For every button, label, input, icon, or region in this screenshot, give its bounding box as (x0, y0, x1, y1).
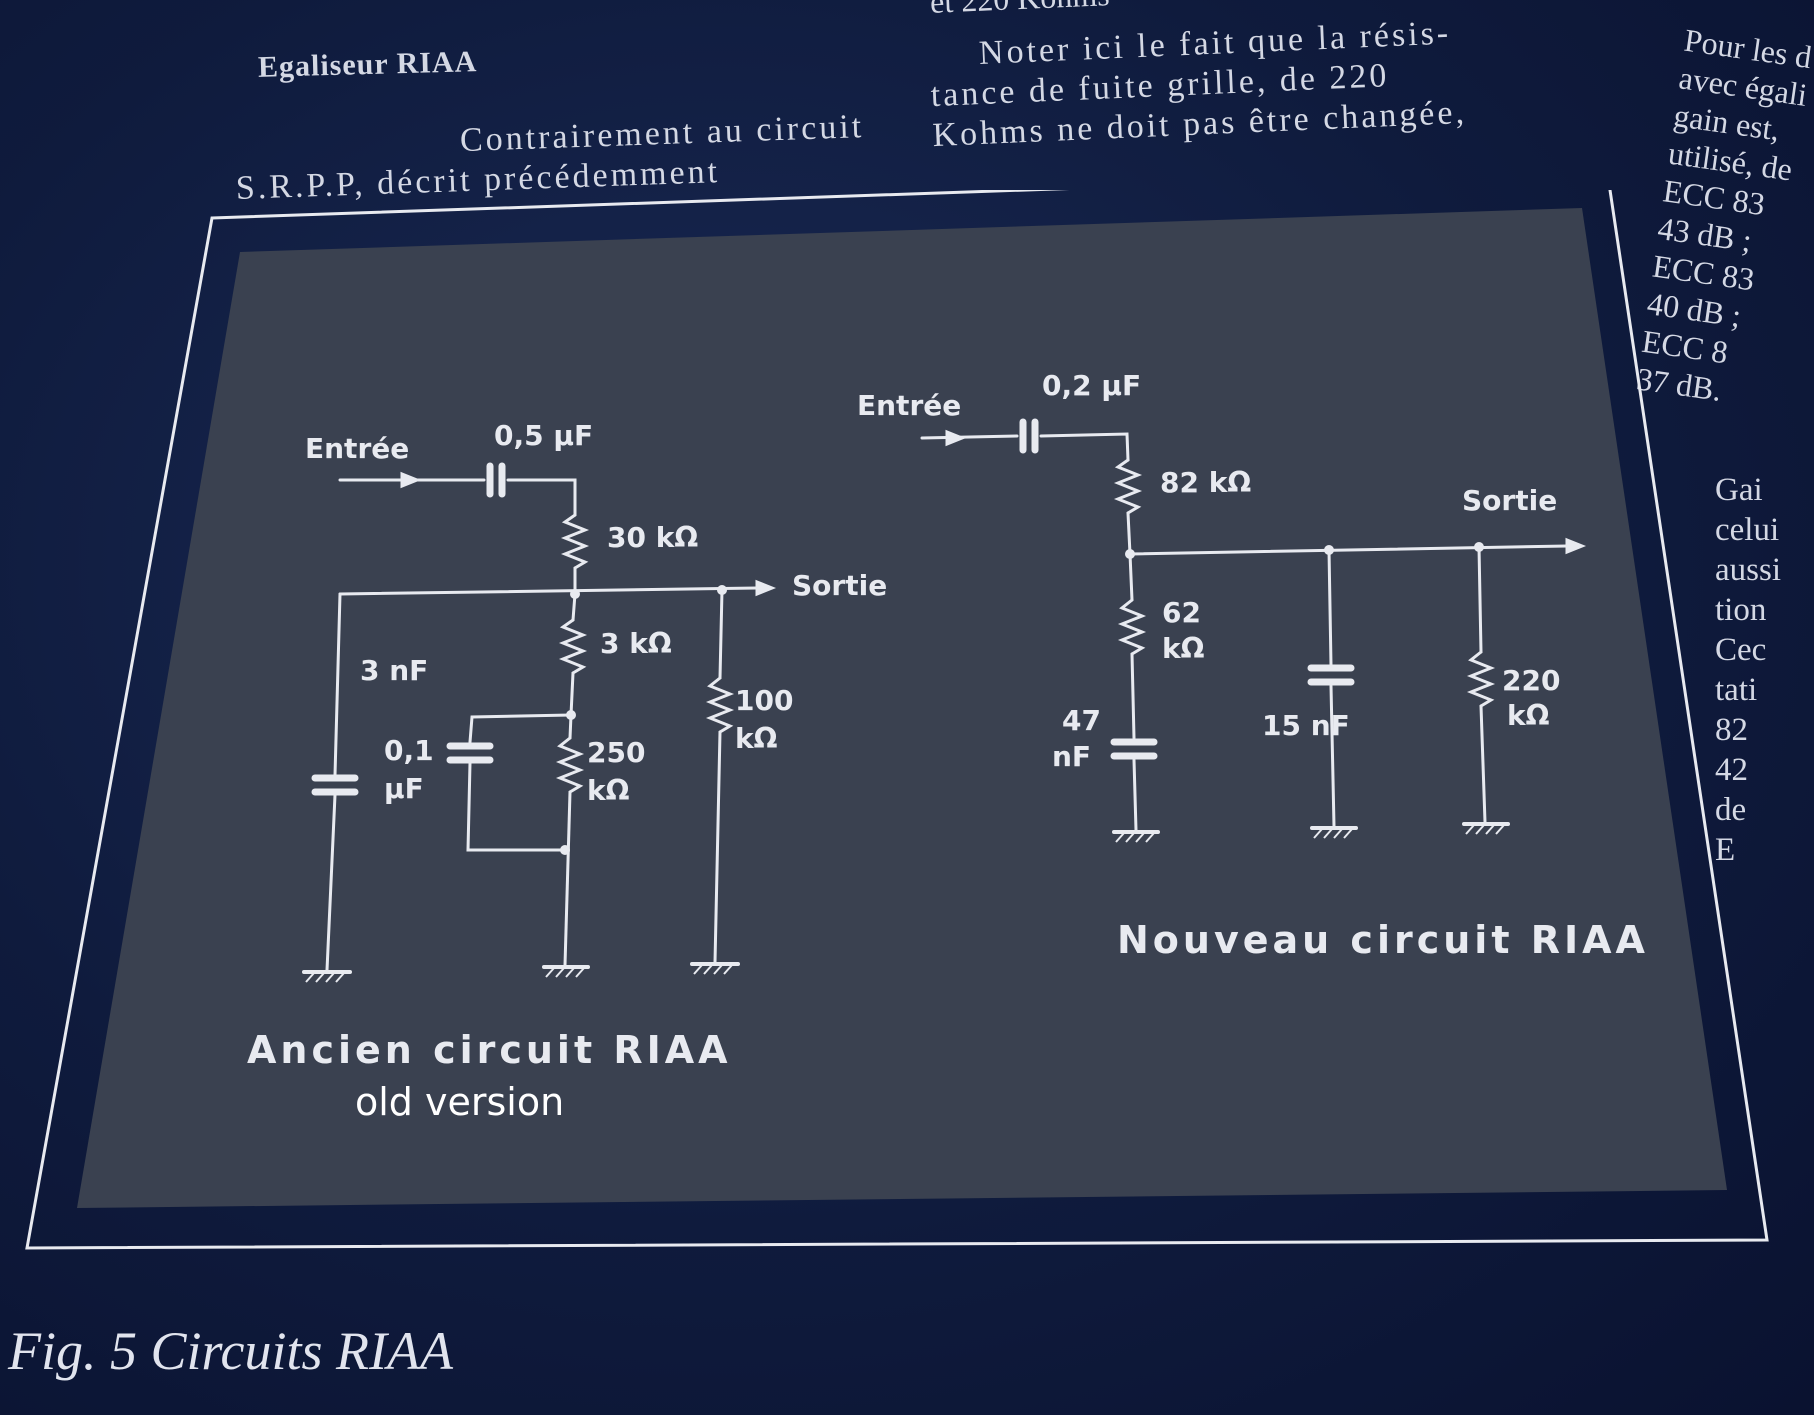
figure-outer-border (25, 190, 1769, 1250)
old-resistor-30k (560, 513, 590, 570)
old-cap-in-label: 0,5 µF (494, 419, 593, 452)
old-node-dot (560, 845, 570, 855)
new-resistor-220k (1466, 650, 1496, 708)
new-wire-15nf-top (1327, 548, 1333, 667)
new-output-arrow (1565, 537, 1587, 555)
old-wire-3nf-ground (325, 793, 337, 972)
old-main-node-line (338, 586, 759, 596)
old-wire-3k-bottom (569, 671, 575, 717)
new-node-dot (1474, 542, 1484, 552)
old-circuit-title: Ancien circuit RIAA (247, 1028, 732, 1072)
old-c-3n-label: 3 nF (360, 654, 428, 687)
new-c-15-label: 15 nF (1262, 709, 1350, 742)
new-output-label: Sortie (1462, 484, 1557, 517)
right-bottom-line: celui (1715, 512, 1780, 548)
old-output-label: Sortie (792, 569, 887, 602)
old-wire-parallel-bottom (466, 761, 567, 852)
new-wire-220k-top (1477, 545, 1483, 654)
new-wire-to-82k (1039, 432, 1130, 462)
right-bottom-line: Gai (1715, 472, 1763, 508)
right-bottom-line: 42 (1715, 752, 1748, 788)
figure-panel (77, 208, 1727, 1208)
right-bottom-line: Cec (1715, 632, 1767, 668)
new-r-220-label: 220 (1502, 664, 1560, 697)
right-bottom-line: E (1715, 832, 1736, 868)
ground-hatch (305, 824, 1505, 983)
new-cap-in-label: 0,2 µF (1042, 369, 1141, 402)
figure-caption: Fig. 5 Circuits RIAA (8, 1321, 453, 1381)
old-r-250-label: 250 (587, 736, 645, 769)
old-r-100-unit-label: kΩ (735, 722, 778, 755)
new-r-62-label: 62 (1162, 596, 1201, 629)
new-input-arrow (945, 429, 967, 447)
new-resistor-82k (1113, 458, 1143, 515)
old-wire-250k-bottom (563, 790, 572, 967)
old-r-series-label: 30 kΩ (607, 521, 698, 554)
old-resistor-3k (558, 618, 588, 675)
new-wire-47n-ground (1132, 758, 1138, 832)
new-r-series-label: 82 kΩ (1160, 466, 1251, 499)
old-resistor-250k (555, 736, 585, 794)
old-wire-100k-top (718, 588, 724, 680)
old-input-arrow (400, 471, 422, 489)
new-wire-15nf-ground (1329, 684, 1336, 828)
old-node-dot (566, 710, 576, 720)
new-c-47-label: 47 (1062, 704, 1101, 737)
new-wire-62k-47n (1130, 652, 1136, 740)
new-node-dot (1125, 549, 1135, 559)
old-c-01-label: 0,1 (384, 734, 434, 767)
new-r-62-unit-label: kΩ (1162, 632, 1205, 665)
circuit-figure: Entrée 0,5 µF 30 kΩ Sortie 3 kΩ 3 nF 0,1… (25, 190, 1769, 1250)
new-circuit-title: Nouveau circuit RIAA (1117, 918, 1649, 962)
new-input-label: Entrée (857, 389, 961, 422)
old-input-label: Entrée (305, 432, 409, 465)
old-resistor-100k (705, 676, 735, 734)
right-column-bottom-text: Gai celui aussi tion Cec tati 82 42 de E (1715, 470, 1814, 870)
new-wire-220k-ground (1479, 704, 1487, 824)
old-node-dot (717, 585, 727, 595)
old-r-250-unit-label: kΩ (587, 774, 630, 807)
right-bottom-line: aussi (1715, 552, 1781, 588)
old-version-annotation: old version (355, 1080, 564, 1124)
new-main-node-line (1128, 544, 1569, 556)
right-bottom-line: 82 (1715, 712, 1748, 748)
old-node-dot (570, 589, 580, 599)
new-c-47-unit-label: nF (1052, 740, 1091, 773)
old-wire-100k-bottom (713, 730, 722, 964)
new-r-220-unit-label: kΩ (1507, 699, 1550, 732)
new-wire-82k-node (1126, 511, 1132, 556)
new-wire-62k-top (1128, 552, 1134, 602)
old-wire-3nf-top (333, 592, 342, 777)
old-wire-parallel-top (468, 713, 573, 744)
old-output-arrow (755, 579, 777, 597)
new-resistor-62k (1117, 598, 1147, 656)
old-c-01-unit-label: µF (384, 772, 424, 805)
old-wire-to-30k (506, 478, 577, 517)
right-bottom-line: de (1715, 792, 1747, 828)
old-r-100-label: 100 (735, 684, 793, 717)
right-bottom-line: tati (1715, 672, 1758, 708)
right-bottom-line: tion (1715, 592, 1767, 628)
new-node-dot (1324, 545, 1334, 555)
new-input-wire (920, 434, 1019, 440)
old-r-3k-label: 3 kΩ (600, 627, 672, 660)
section-heading: Egaliseur RIAA (257, 45, 478, 84)
